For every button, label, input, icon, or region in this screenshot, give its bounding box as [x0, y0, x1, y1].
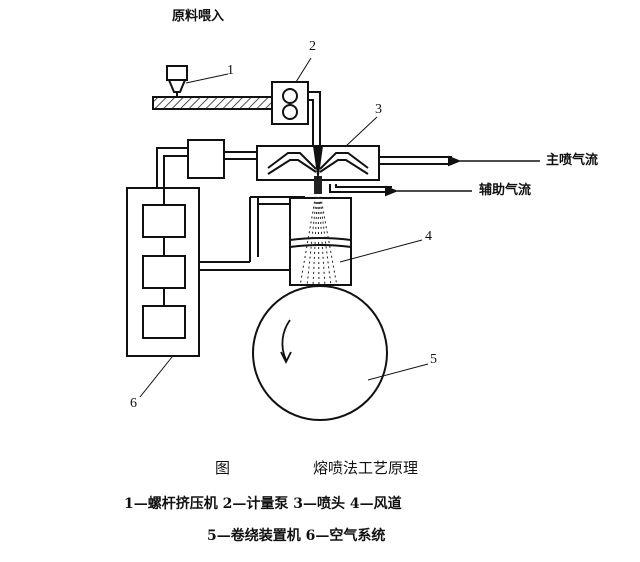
leader-4 — [339, 239, 423, 263]
die-nozzle — [313, 146, 323, 182]
leader-3 — [344, 116, 378, 148]
fiber-spray — [299, 181, 338, 287]
main-air-label: 主喷气流 — [546, 153, 599, 168]
leader-5 — [367, 363, 429, 381]
leader-1 — [185, 73, 229, 84]
figure-label: 图 — [215, 459, 231, 477]
collector-drum — [252, 285, 388, 421]
screw-extruder — [152, 96, 275, 110]
number-6: 6 — [130, 396, 137, 411]
number-5: 5 — [430, 352, 437, 367]
number-1: 1 — [227, 63, 234, 78]
feed-label: 原料喂入 — [172, 9, 225, 24]
aux-air-label: 辅助气流 — [479, 183, 532, 198]
legend-line-2: 5—卷绕装置机 6—空气系统 — [207, 528, 386, 544]
number-2: 2 — [309, 39, 316, 54]
leader-6 — [139, 356, 173, 398]
air-system — [126, 187, 200, 357]
figure-title: 熔喷法工艺原理 — [313, 459, 419, 477]
number-3: 3 — [375, 102, 382, 117]
air-duct — [289, 197, 352, 286]
number-4: 4 — [425, 229, 432, 244]
legend-line-1: 1—螺杆挤压机 2—计量泵 3—喷头 4—风道 — [124, 496, 402, 512]
air-heater — [187, 139, 225, 179]
leader-2 — [295, 57, 312, 83]
fiber-stream — [314, 176, 322, 194]
feed-hopper — [166, 65, 188, 97]
metering-pump — [271, 81, 309, 125]
